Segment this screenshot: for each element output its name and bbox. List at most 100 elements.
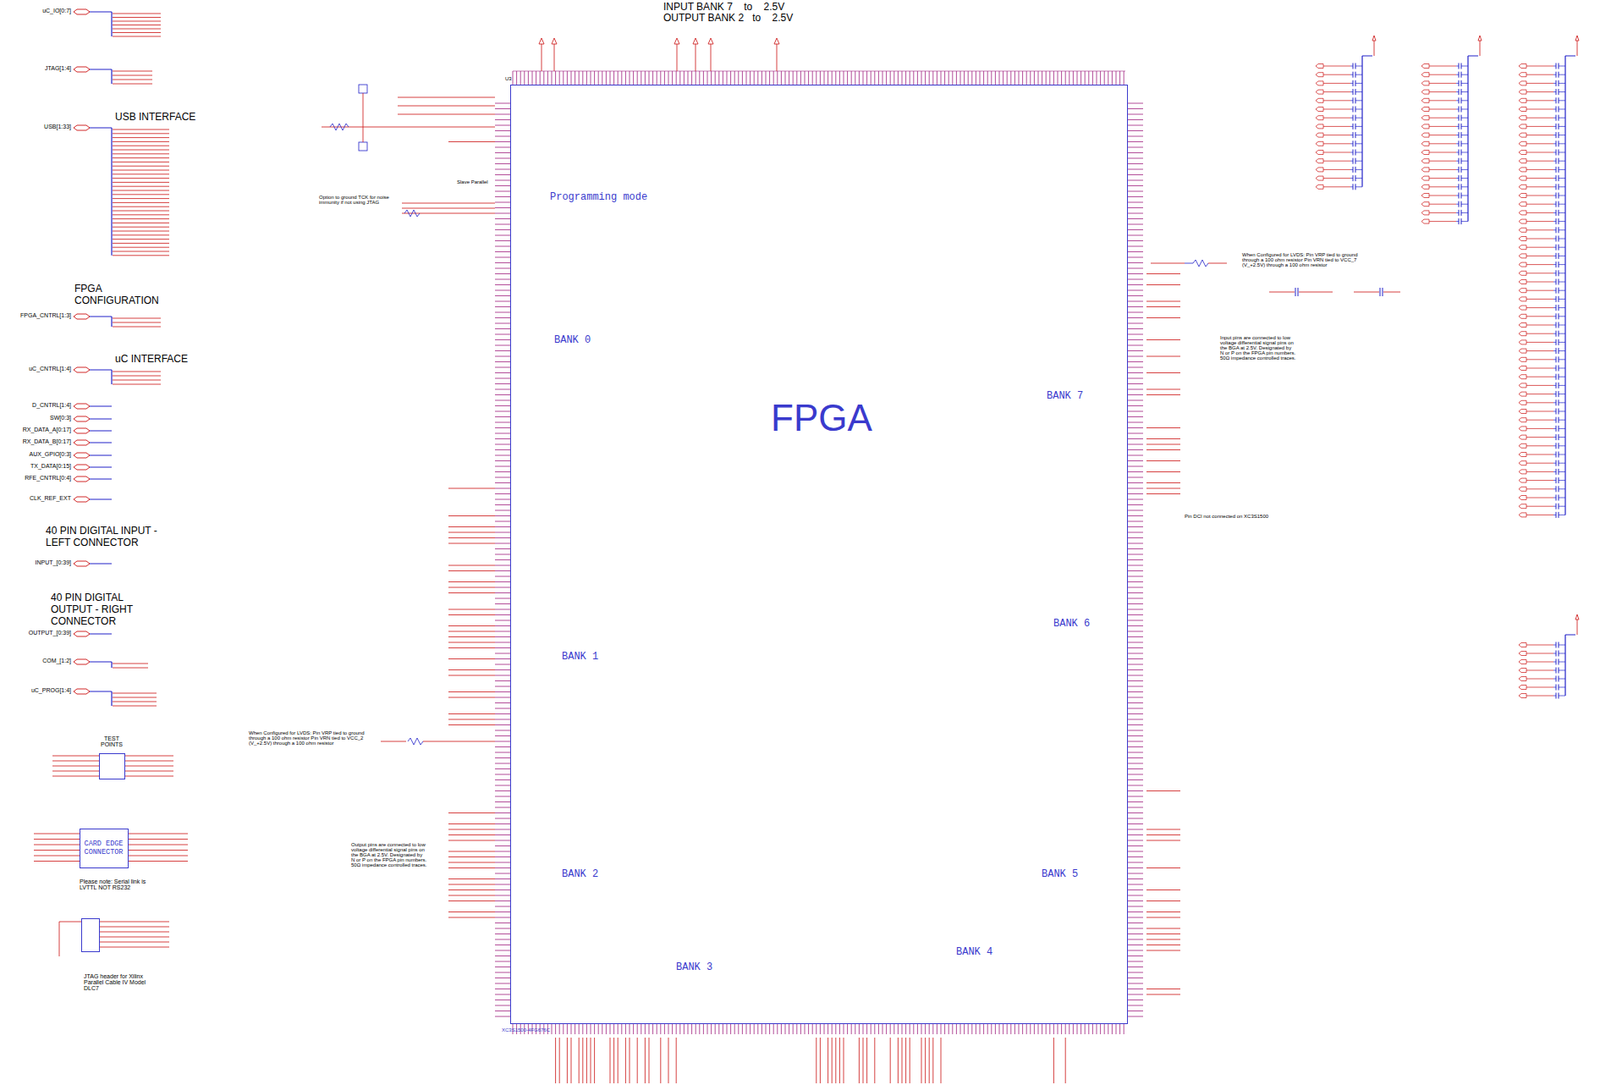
wire bbox=[897, 1023, 899, 1034]
wire bbox=[617, 1023, 619, 1034]
wire bbox=[59, 921, 82, 923]
wire bbox=[494, 554, 511, 556]
wire bbox=[1461, 203, 1469, 205]
wire bbox=[112, 206, 170, 208]
wire bbox=[494, 372, 511, 374]
wire bbox=[112, 13, 161, 15]
wire bbox=[1526, 195, 1554, 197]
ground-port bbox=[1518, 64, 1527, 69]
wire bbox=[112, 75, 153, 77]
power-arrow bbox=[774, 38, 780, 44]
wire bbox=[494, 147, 511, 149]
wire bbox=[494, 719, 511, 721]
wire bbox=[494, 807, 511, 809]
wire bbox=[52, 755, 99, 757]
wire bbox=[897, 71, 899, 85]
wire bbox=[448, 889, 495, 891]
wire bbox=[1127, 471, 1144, 473]
ground-port bbox=[1518, 210, 1527, 215]
wire bbox=[1429, 152, 1457, 154]
wire bbox=[1127, 642, 1144, 644]
wire bbox=[905, 1023, 907, 1034]
wire bbox=[448, 592, 495, 594]
wire bbox=[1088, 1023, 1089, 1034]
wire bbox=[1558, 411, 1566, 413]
wire bbox=[979, 71, 981, 85]
wire bbox=[909, 1023, 911, 1034]
wire bbox=[785, 1023, 787, 1034]
wire bbox=[1558, 670, 1566, 671]
wire bbox=[722, 1023, 724, 1034]
wire bbox=[89, 418, 112, 420]
wire bbox=[1323, 126, 1351, 127]
wire bbox=[494, 339, 511, 341]
wire bbox=[1429, 134, 1457, 136]
wire bbox=[494, 856, 511, 858]
wire bbox=[882, 71, 884, 85]
wire bbox=[948, 71, 950, 85]
wire bbox=[1429, 91, 1457, 93]
wire bbox=[598, 1023, 600, 1034]
wire bbox=[1526, 315, 1554, 317]
wire bbox=[512, 71, 1126, 72]
wire bbox=[780, 71, 782, 85]
wire bbox=[746, 71, 748, 85]
wire bbox=[89, 442, 112, 444]
ground-port bbox=[1315, 124, 1324, 129]
wire bbox=[89, 467, 112, 468]
wire bbox=[613, 1037, 615, 1084]
wire bbox=[1146, 372, 1181, 374]
wire bbox=[726, 1023, 728, 1034]
wire bbox=[1553, 384, 1557, 386]
wire bbox=[562, 71, 564, 85]
wire bbox=[52, 775, 99, 777]
wire bbox=[1558, 384, 1566, 386]
wire bbox=[831, 1023, 833, 1034]
wire bbox=[112, 210, 170, 212]
wire bbox=[676, 71, 677, 85]
wire bbox=[1127, 103, 1144, 105]
wire bbox=[571, 1023, 572, 1034]
wire bbox=[1049, 71, 1051, 85]
wire bbox=[710, 43, 712, 72]
wire bbox=[1429, 126, 1457, 127]
wire bbox=[999, 71, 1001, 85]
wire bbox=[1526, 505, 1554, 507]
wire bbox=[773, 1023, 775, 1034]
wire bbox=[494, 592, 511, 594]
ground-port bbox=[1518, 461, 1527, 466]
wire bbox=[1146, 449, 1181, 451]
wire bbox=[1061, 1023, 1062, 1034]
ground-port bbox=[1518, 443, 1527, 448]
wire bbox=[112, 83, 153, 85]
wire bbox=[1127, 526, 1144, 528]
wire bbox=[1553, 177, 1557, 179]
wire bbox=[1146, 306, 1181, 308]
wire bbox=[1355, 117, 1363, 119]
wire bbox=[1084, 71, 1086, 85]
wire bbox=[1022, 1023, 1023, 1034]
ground-port bbox=[1421, 175, 1430, 181]
wire bbox=[494, 955, 511, 957]
wire bbox=[494, 620, 511, 622]
wire bbox=[494, 361, 511, 363]
wire bbox=[494, 713, 511, 715]
wire bbox=[1033, 1023, 1035, 1034]
wire bbox=[625, 1023, 627, 1034]
wire bbox=[494, 367, 511, 369]
wire bbox=[1429, 160, 1457, 162]
wire bbox=[1429, 142, 1457, 144]
wire bbox=[890, 71, 891, 85]
wire bbox=[448, 878, 495, 880]
wire bbox=[843, 1037, 845, 1084]
wire bbox=[112, 251, 170, 253]
wire bbox=[1127, 521, 1144, 523]
wire bbox=[1350, 134, 1353, 136]
wire bbox=[1361, 55, 1363, 187]
wire bbox=[33, 849, 80, 851]
wire bbox=[851, 1023, 853, 1034]
wire bbox=[1558, 376, 1566, 378]
wire bbox=[1127, 928, 1144, 930]
port-arrow bbox=[73, 66, 90, 72]
wire bbox=[1526, 393, 1554, 395]
